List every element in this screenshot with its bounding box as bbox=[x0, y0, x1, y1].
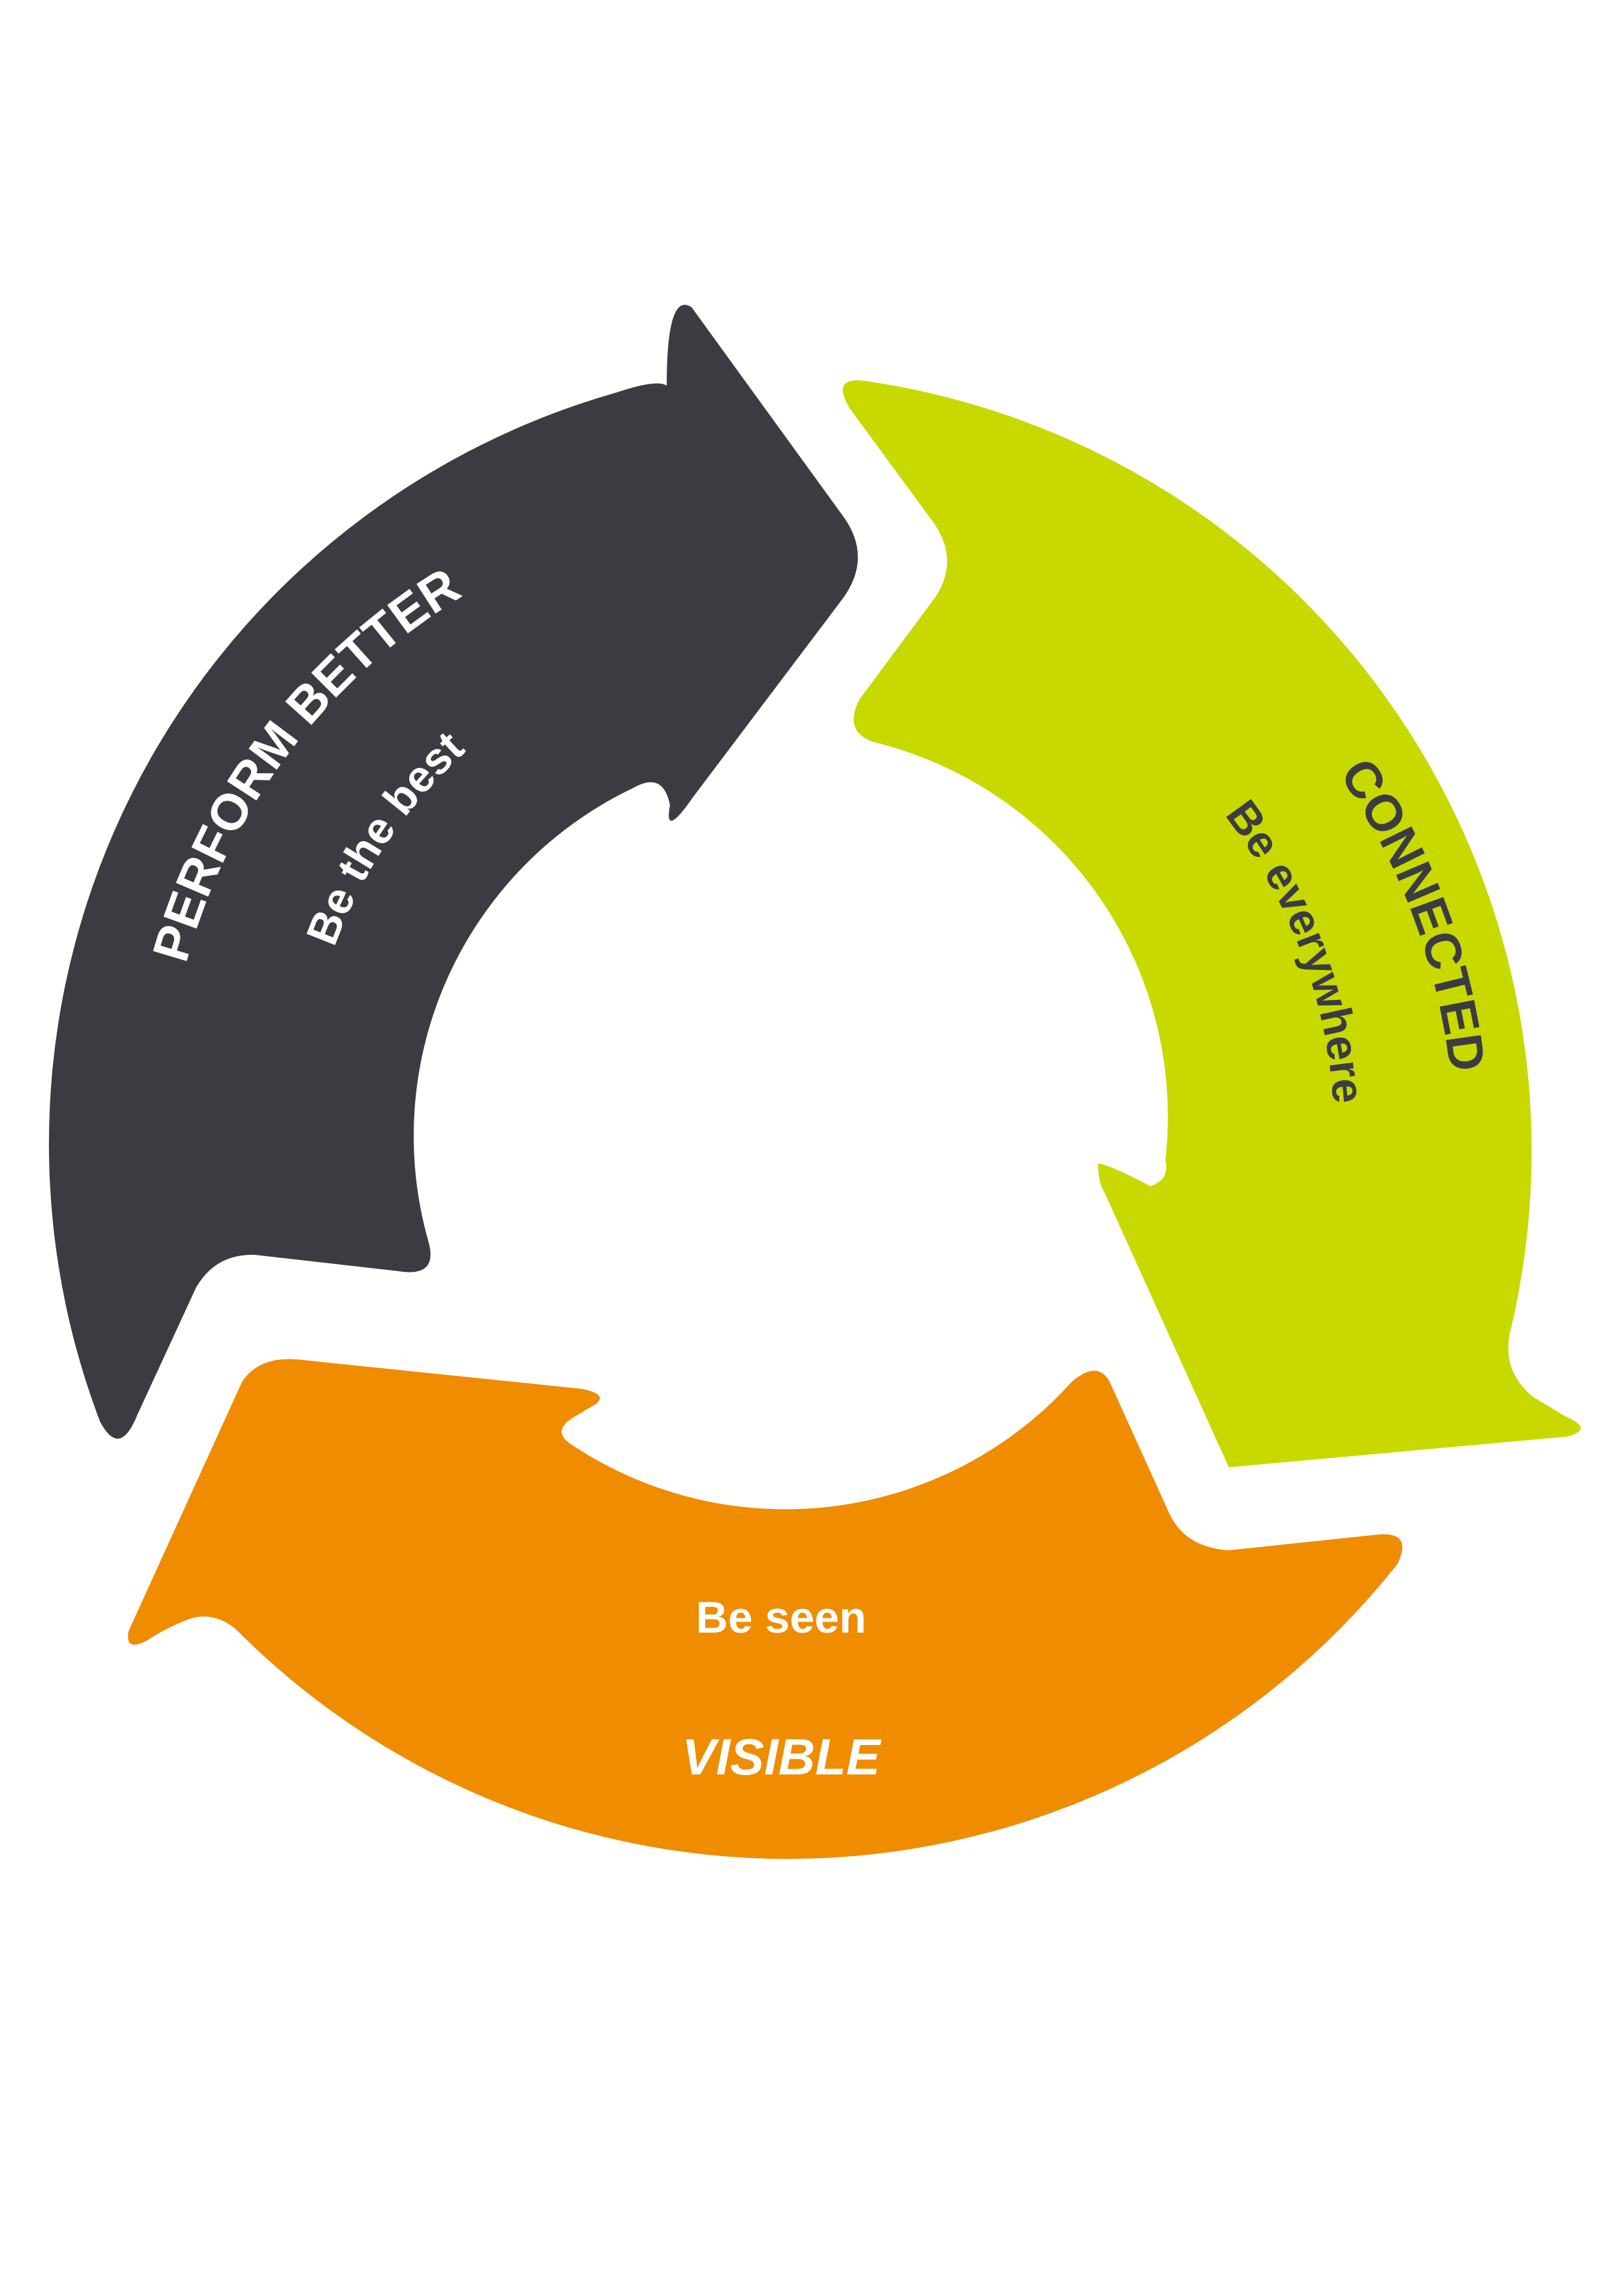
visible-title: VISIBLE bbox=[682, 1728, 881, 1786]
perform-better-arrow bbox=[48, 305, 858, 1439]
connected-arrow bbox=[843, 380, 1581, 1468]
visible-arrow bbox=[127, 1359, 1403, 1859]
visible-subtitle: Be seen bbox=[696, 1593, 867, 1642]
